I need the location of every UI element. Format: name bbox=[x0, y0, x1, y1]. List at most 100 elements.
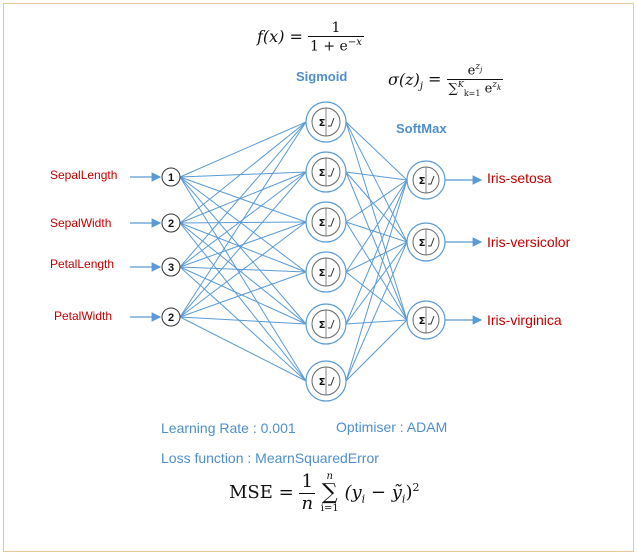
output-label-setosa: Iris-setosa bbox=[487, 170, 552, 186]
output-node-1-sum-icon: Σ bbox=[419, 176, 426, 187]
hidden-node-6-activation-icon bbox=[328, 376, 335, 386]
edge-h3-out3 bbox=[345, 221, 408, 321]
output-label-versicolor: Iris-versicolor bbox=[487, 234, 571, 250]
output-node-3: Σ bbox=[406, 300, 446, 340]
sigmoid-denominator: 1 + e−x bbox=[308, 37, 364, 55]
edge-in2-h5 bbox=[179, 222, 307, 325]
output-node-3-sum-icon: Σ bbox=[419, 316, 426, 327]
hidden-node-2-sum-icon: Σ bbox=[319, 168, 326, 179]
hidden-node-3-activation-icon bbox=[328, 217, 335, 227]
edge-h6-out3 bbox=[345, 319, 408, 382]
mse-sub-i2: i bbox=[401, 492, 406, 506]
hidden-node-4: Σ bbox=[305, 251, 347, 293]
softmax-den-sum: ∑ bbox=[448, 81, 458, 97]
hidden-node-6-sum-icon: Σ bbox=[319, 377, 326, 388]
sigmoid-lhs: f(x) = bbox=[257, 26, 303, 46]
edge-h1-out3 bbox=[345, 121, 408, 321]
edge-h5-out3 bbox=[345, 319, 408, 325]
softmax-eq: = bbox=[428, 69, 442, 89]
edge-in4-h6 bbox=[179, 316, 307, 382]
edge-in4-h2 bbox=[179, 171, 307, 318]
sigmoid-formula: f(x) = 1 1 + e−x bbox=[257, 20, 364, 55]
hidden-node-5-activation-icon bbox=[328, 319, 335, 329]
edge-h2-out2 bbox=[345, 171, 408, 243]
hidden-node-6: Σ bbox=[305, 360, 347, 402]
edge-in1-h4 bbox=[179, 176, 307, 273]
input-node-2 bbox=[161, 213, 181, 233]
softmax-denominator: ∑Kk=1 ezk bbox=[447, 80, 504, 98]
edge-in1-h3 bbox=[179, 176, 307, 223]
output-node-2: Σ bbox=[406, 222, 446, 262]
hidden-node-2: Σ bbox=[305, 151, 347, 193]
hidden-node-1: Σ bbox=[305, 101, 347, 143]
input-label-3: PetalLength bbox=[50, 257, 115, 271]
hidden-node-4-sum-icon: Σ bbox=[319, 268, 326, 279]
input-node-index-3: 3 bbox=[168, 262, 174, 274]
hidden-node-4-activation-icon bbox=[328, 267, 335, 277]
edge-h3-out1 bbox=[345, 179, 408, 223]
mse-minus-yhat: − ỹ bbox=[365, 482, 402, 504]
hidden-node-2-activation-icon bbox=[328, 167, 335, 177]
input-node-1 bbox=[161, 167, 181, 187]
edges-layer bbox=[179, 121, 408, 382]
output-node-3-activation-icon bbox=[428, 315, 435, 325]
edge-in1-h1 bbox=[179, 121, 307, 178]
softmax-lhs-sub: j bbox=[419, 80, 423, 92]
sigmoid-fraction: 1 1 + e−x bbox=[308, 20, 364, 55]
sigmoid-numerator: 1 bbox=[308, 20, 364, 38]
edge-h2-out1 bbox=[345, 171, 408, 181]
mse-sub-i: i bbox=[361, 492, 366, 506]
mse-frac-den: n bbox=[301, 492, 314, 514]
optimiser-text: Optimiser : ADAM bbox=[336, 419, 448, 435]
output-label-virginica: Iris-virginica bbox=[487, 312, 562, 328]
softmax-num-exp-sub: j bbox=[480, 65, 483, 74]
mse-sum: n ∑ i=1 bbox=[321, 472, 339, 514]
edge-in2-h1 bbox=[179, 121, 307, 224]
edge-in3-h6 bbox=[179, 266, 307, 382]
mse-formula: MSE = 1 n n ∑ i=1 (yi − ỹi)2 bbox=[229, 471, 419, 514]
softmax-den-lower: k=1 bbox=[463, 89, 481, 99]
input-label-4: PetalWidth bbox=[54, 309, 113, 323]
softmax-den-exp: z bbox=[492, 80, 498, 91]
hidden-node-1-activation-icon bbox=[328, 117, 335, 127]
edge-in4-h4 bbox=[179, 271, 307, 318]
edge-in3-h1 bbox=[179, 121, 307, 268]
input-node-3 bbox=[161, 257, 181, 277]
input-node-4 bbox=[161, 307, 181, 327]
softmax-numerator: ezj bbox=[446, 62, 504, 81]
hidden-node-3-sum-icon: Σ bbox=[319, 218, 326, 229]
input-node-index-2: 2 bbox=[168, 218, 174, 230]
mse-body-y: (y bbox=[344, 482, 362, 504]
mse-close: ) bbox=[405, 482, 413, 504]
input-label-2: SepalWidth bbox=[50, 216, 112, 230]
mse-body: (yi − ỹi)2 bbox=[344, 481, 419, 506]
input-node-index-1: 1 bbox=[168, 172, 174, 184]
edge-in2-h2 bbox=[179, 171, 307, 224]
edge-h3-out2 bbox=[345, 221, 408, 243]
mse-fraction: 1 n bbox=[299, 471, 316, 514]
edge-in4-h1 bbox=[179, 121, 307, 318]
edge-in2-h6 bbox=[179, 222, 307, 382]
output-node-1-activation-icon bbox=[428, 175, 435, 185]
edge-h1-out2 bbox=[345, 121, 408, 243]
mse-sum-upper: n bbox=[326, 471, 333, 483]
arrows-layer bbox=[130, 172, 483, 325]
edge-in1-h6 bbox=[179, 176, 307, 382]
sigmoid-den-base: 1 + e bbox=[310, 38, 348, 55]
softmax-formula: σ(z)j = ezj ∑Kk=1 ezk bbox=[388, 62, 504, 98]
loss-function-text: Loss function : MearnSquaredError bbox=[161, 450, 379, 466]
edge-h4-out1 bbox=[345, 179, 408, 273]
learning-rate-text: Learning Rate : 0.001 bbox=[161, 420, 296, 436]
softmax-den-upper: K bbox=[457, 80, 464, 90]
softmax-lhs: σ(z)j bbox=[388, 70, 423, 92]
hidden-node-1-sum-icon: Σ bbox=[319, 118, 326, 129]
output-node-2-activation-icon bbox=[428, 237, 435, 247]
mse-sum-lower: i=1 bbox=[320, 503, 339, 515]
edge-in2-h4 bbox=[179, 222, 307, 273]
input-node-index-4: 2 bbox=[168, 312, 174, 324]
mse-frac-num: 1 bbox=[299, 471, 316, 494]
edge-in4-h5 bbox=[179, 316, 307, 325]
